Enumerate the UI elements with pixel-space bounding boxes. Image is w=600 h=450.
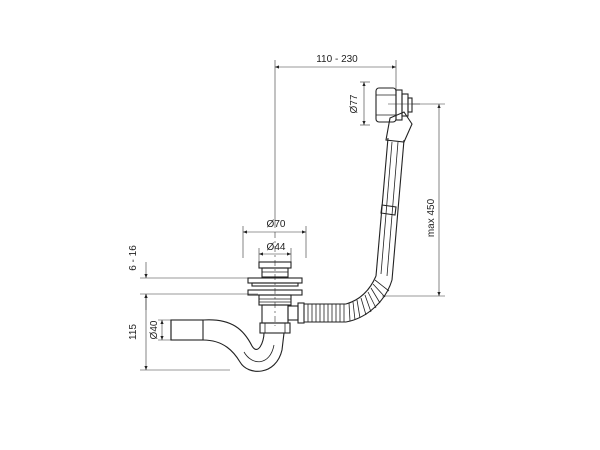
- plug-inner-label: Ø44: [267, 242, 286, 253]
- overflow-range-label: 110 - 230: [316, 54, 358, 65]
- overflow-diameter-label: Ø77: [349, 94, 360, 113]
- corrugated-hose-horizontal: [304, 303, 346, 323]
- trap: [170, 319, 285, 372]
- dimension-max-height: max 450: [382, 103, 445, 297]
- trap-height-label: 115: [128, 324, 139, 340]
- dimension-plug-outer: Ø70: [242, 219, 307, 258]
- overflow-head: [375, 87, 420, 143]
- outlet-diameter-label: Ø40: [149, 320, 160, 339]
- dimension-plug-adjust: 6 - 16: [128, 245, 258, 310]
- dimension-outlet-diameter: Ø40: [149, 319, 176, 341]
- plug-outer-label: Ø70: [267, 219, 286, 230]
- dimension-trap-height: 115: [128, 294, 230, 371]
- dimension-plug-inner: Ø44: [258, 242, 292, 262]
- dimension-overflow-diameter: Ø77: [349, 81, 370, 126]
- drain-plug: [247, 232, 303, 334]
- overflow-hose: [375, 137, 405, 281]
- corrugated-hose-bend: [345, 275, 393, 323]
- side-connector: [287, 302, 305, 324]
- plug-adjust-label: 6 - 16: [128, 245, 139, 271]
- dimension-overflow-range: 110 - 230: [274, 54, 397, 228]
- max-height-label: max 450: [426, 198, 437, 237]
